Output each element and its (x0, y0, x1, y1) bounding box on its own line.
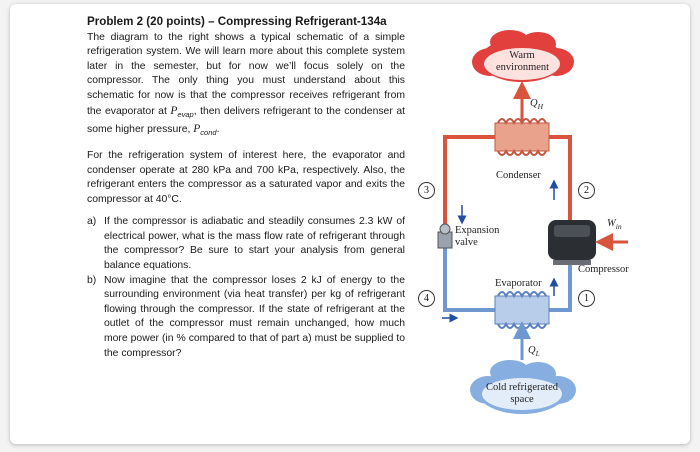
p-evap-subscript: evap (177, 109, 194, 119)
warm-cloud-line-2: environment (496, 62, 550, 73)
condenser-label: Condenser (496, 170, 541, 181)
valve-to-evaporator-pipe (443, 245, 495, 312)
q-l-symbol: Q (528, 345, 536, 356)
expansion-valve-line-1: Expansion (455, 225, 500, 236)
condenser-to-valve-pipe (443, 135, 495, 235)
q-l-subscript: L (535, 349, 540, 359)
cold-cloud-label: Cold refrigerated space (474, 382, 570, 406)
q-h-symbol: Q (530, 98, 538, 109)
problem-title: Problem 2 (20 points) – Compressing Refr… (87, 15, 387, 28)
question-b-text: Now imagine that the compressor loses 2 … (104, 274, 405, 359)
question-a-text: If the compressor is adiabatic and stead… (104, 216, 405, 272)
compressor-graphic (548, 220, 596, 265)
w-in-subscript: in (615, 222, 622, 232)
warm-cloud-line-1: Warm (509, 50, 535, 61)
compressor-label: Compressor (578, 264, 629, 275)
question-a-label: a) (87, 216, 97, 228)
w-in-symbol: W (607, 218, 616, 229)
refrigeration-schematic (437, 30, 628, 414)
state-4-marker: 4 (418, 290, 435, 307)
intro-text-3: . (216, 124, 220, 136)
refrigeration-diagram: Warm environment QH Condenser Expansion … (410, 20, 650, 430)
question-a: a) If the compressor is adiabatic and st… (87, 215, 405, 273)
p-cond-subscript: cond (200, 128, 217, 138)
q-h-label: QH (530, 98, 543, 111)
evaporator-to-compressor-pipe (549, 265, 572, 312)
evaporator-coil (494, 291, 550, 329)
cold-cloud-line-2: space (510, 394, 534, 405)
problem-setup: For the refrigeration system of interest… (87, 149, 405, 205)
evaporator-label: Evaporator (495, 278, 542, 289)
warm-environment-cloud (472, 30, 574, 82)
intro-text-1: The diagram to the right shows a typical… (87, 31, 405, 117)
expansion-valve-graphic (437, 223, 453, 249)
problem-text: Problem 2 (20 points) – Compressing Refr… (87, 15, 405, 361)
cold-space-cloud (470, 360, 576, 414)
p-cond-symbol: P (193, 123, 201, 136)
state-3-marker: 3 (418, 182, 435, 199)
state-1-marker: 1 (578, 290, 595, 307)
p-evap-symbol: P (170, 104, 178, 117)
q-h-subscript: H (537, 102, 544, 112)
expansion-valve-line-2: valve (455, 237, 478, 248)
state-2-marker: 2 (578, 182, 595, 199)
cold-cloud-line-1: Cold refrigerated (485, 382, 558, 393)
q-l-label: QL (528, 345, 540, 358)
question-b-label: b) (87, 274, 97, 286)
warm-cloud-label: Warm environment (496, 50, 550, 74)
intro-text-2: , then delivers refrigerant to the conde… (87, 105, 405, 136)
question-b: b) Now imagine that the compressor loses… (87, 274, 405, 362)
problem-intro: The diagram to the right shows a typical… (87, 31, 405, 141)
w-in-label: Win (607, 218, 622, 231)
compressor-to-condenser-pipe (549, 135, 572, 220)
condenser-coil (494, 118, 550, 156)
expansion-valve-label: Expansion valve (455, 225, 499, 249)
